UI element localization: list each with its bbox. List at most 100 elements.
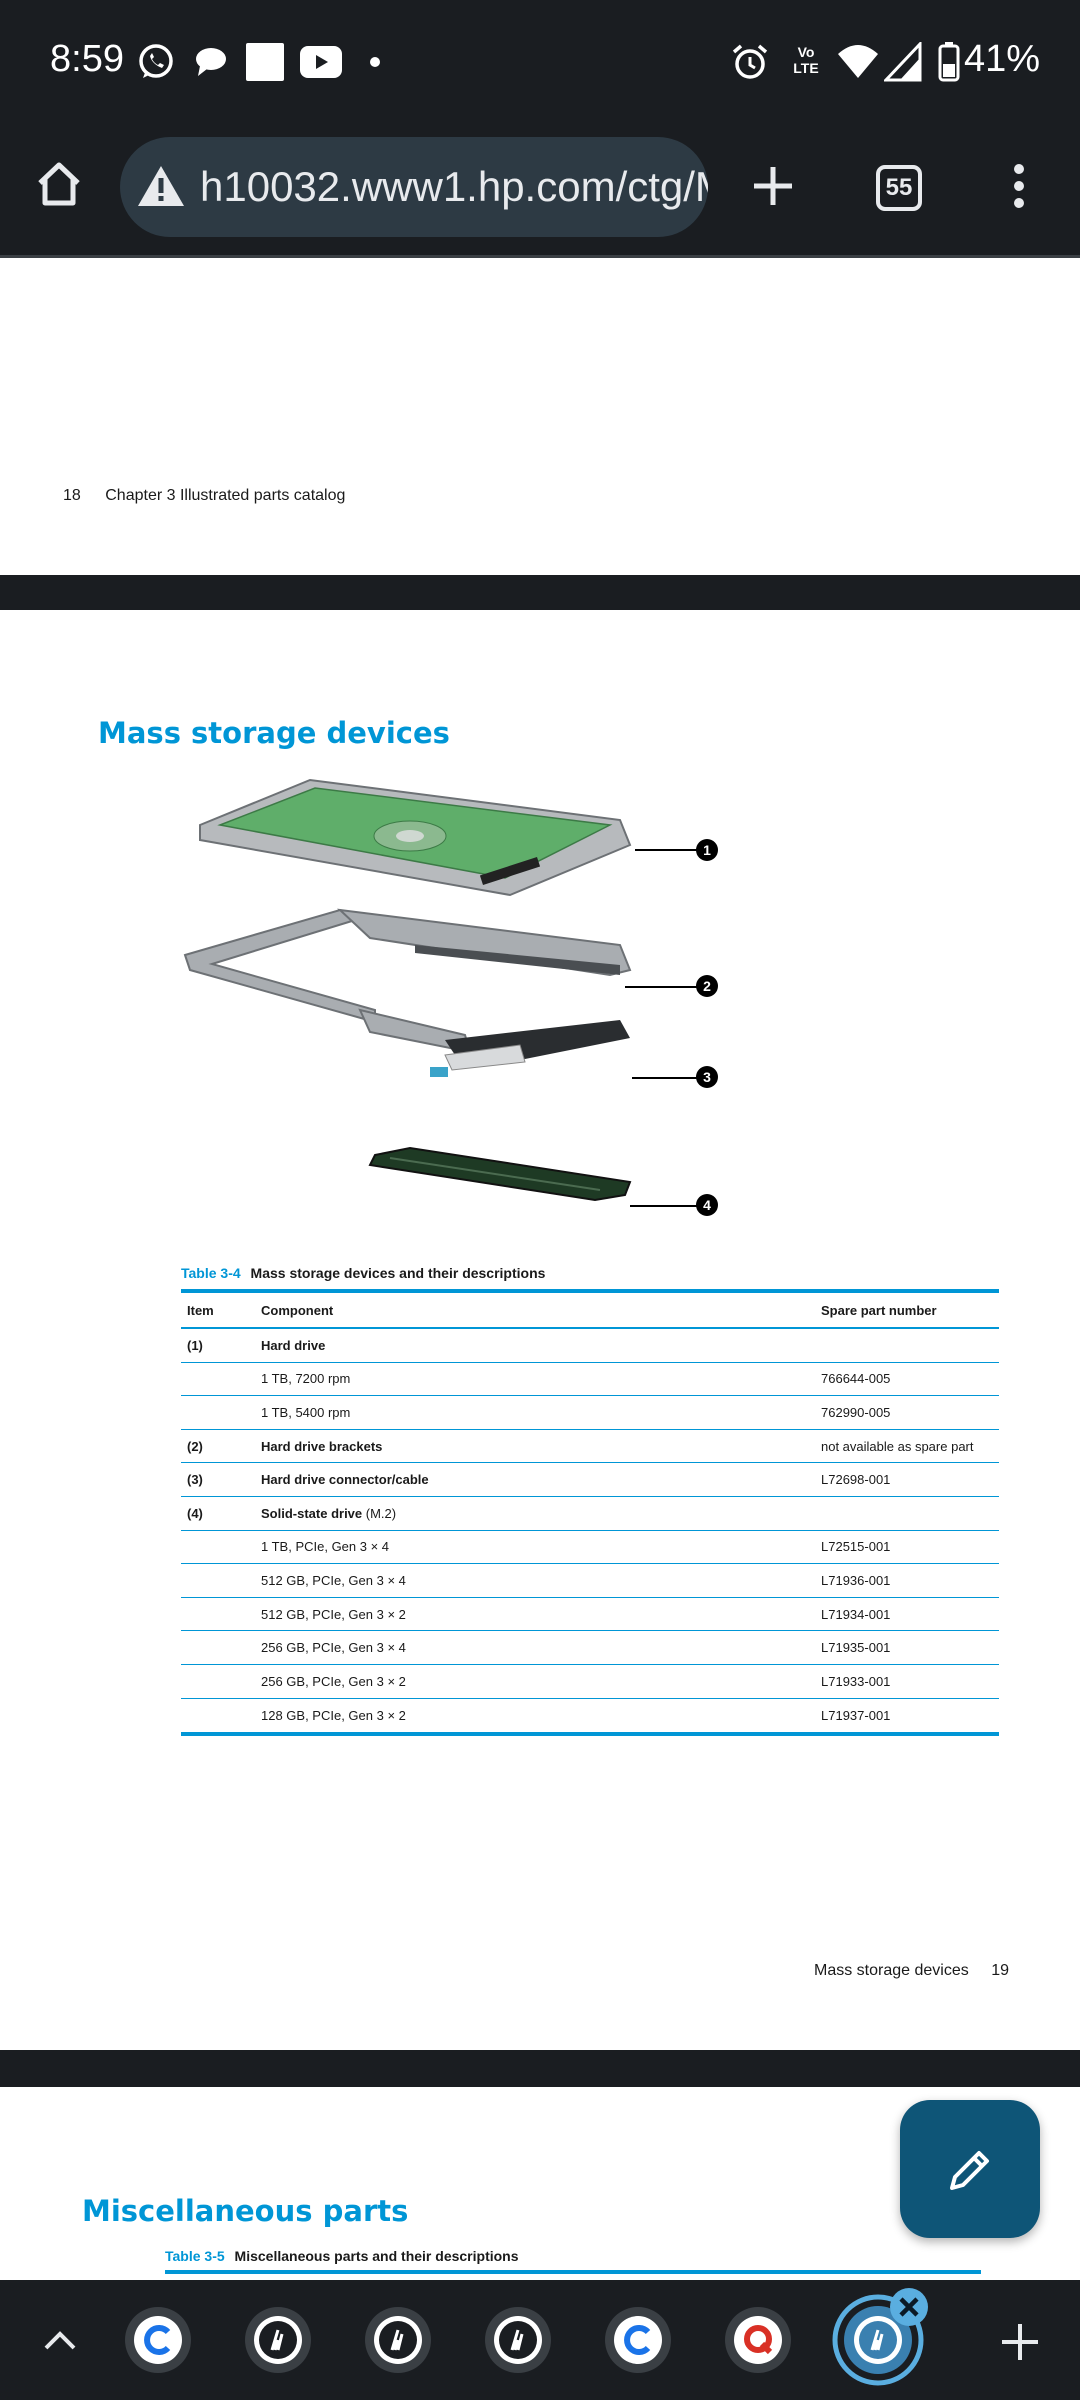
table-body: Item Component Spare part number (1) Hard… — [181, 1289, 999, 1737]
tab-item[interactable] — [602, 2304, 674, 2376]
cell-item: (3) — [187, 1472, 203, 1488]
chat-icon — [196, 48, 226, 76]
page-footer-18: 18 Chapter 3 Illustrated parts catalog — [63, 487, 345, 505]
callout-line-4 — [630, 1205, 697, 1207]
misc-table-caption: Table 3-5 Miscellaneous parts and their … — [165, 2248, 519, 2264]
url-text[interactable]: h10032.www1.hp.com/ctg/M — [200, 163, 708, 210]
section-heading: Mass storage devices — [98, 716, 450, 750]
misc-table-number: Table 3-5 — [165, 2248, 225, 2264]
cell-component: 256 GB, PCIe, Gen 3 × 4 — [261, 1640, 821, 1655]
tab-item[interactable] — [242, 2304, 314, 2376]
table-row: (1) Hard drive — [181, 1329, 999, 1363]
new-tab-icon[interactable] — [750, 163, 796, 209]
component-name: 256 GB, PCIe, Gen 3 × 2 — [261, 1673, 406, 1689]
cell-component: Hard drive — [261, 1338, 821, 1353]
cell-part-number: L71935-001 — [821, 1640, 891, 1656]
tab-item-active[interactable] — [832, 2294, 924, 2386]
status-time: 8:59 — [50, 38, 124, 80]
table-header-row: Item Component Spare part number — [181, 1293, 999, 1329]
whatsapp-icon — [139, 44, 173, 78]
chevron-up-icon[interactable] — [42, 2322, 78, 2358]
hp-icon — [365, 2307, 431, 2373]
component-name: 1 TB, 7200 rpm — [261, 1371, 351, 1387]
component-note: (M.2) — [362, 1505, 397, 1521]
dot-icon — [370, 57, 380, 67]
table-title: Mass storage devices and their descripti… — [250, 1265, 546, 1281]
callout-1: 1 — [696, 839, 718, 861]
cell-part-number: L71937-001 — [821, 1707, 891, 1723]
c-app-icon — [605, 2307, 671, 2373]
misc-heading: Miscellaneous parts — [82, 2194, 409, 2228]
cell-component: Hard drive connector/cable — [261, 1472, 821, 1487]
component-name: 1 TB, 5400 rpm — [261, 1404, 351, 1420]
column-header-component: Component — [261, 1302, 334, 1318]
hp-icon — [245, 2307, 311, 2373]
cell-part-number: not available as spare part — [821, 1438, 974, 1454]
edit-fab-button[interactable] — [900, 2100, 1040, 2238]
tab-switcher-button[interactable]: 55 — [876, 165, 922, 211]
table-row: (4)Solid-state drive (M.2) — [181, 1497, 999, 1531]
chapter-title: Chapter 3 Illustrated parts catalog — [105, 487, 346, 504]
column-header-part-number: Spare part number — [821, 1302, 937, 1318]
component-name: Hard drive brackets — [261, 1438, 383, 1454]
cell-part-number: L71936-001 — [821, 1572, 891, 1588]
table-caption: Table 3-4 Mass storage devices and their… — [181, 1265, 999, 1281]
battery-percent: 41% — [964, 38, 1041, 80]
misc-table-rule — [165, 2270, 981, 2274]
tab-item[interactable] — [482, 2304, 554, 2376]
hp-icon — [485, 2307, 551, 2373]
tab-strip — [0, 2280, 1080, 2400]
component-name: 128 GB, PCIe, Gen 3 × 2 — [261, 1707, 406, 1723]
youtube-icon — [300, 46, 342, 78]
cell-component: 1 TB, PCIe, Gen 3 × 4 — [261, 1539, 821, 1554]
cell-item: (1) — [187, 1337, 203, 1353]
cell-component: 512 GB, PCIe, Gen 3 × 4 — [261, 1573, 821, 1588]
pencil-icon — [950, 2151, 989, 2190]
parts-table: Table 3-4 Mass storage devices and their… — [181, 1265, 999, 1737]
square-notification-icon — [246, 43, 284, 81]
cell-item: (2) — [187, 1438, 203, 1454]
page-number: 18 — [63, 487, 81, 504]
signal-icon — [884, 42, 922, 82]
component-name: 1 TB, PCIe, Gen 3 × 4 — [261, 1539, 390, 1555]
q-app-icon — [725, 2307, 791, 2373]
page-footer-19: Mass storage devices 19 — [814, 1962, 1009, 1980]
tab-item[interactable] — [122, 2304, 194, 2376]
wifi-icon — [838, 45, 878, 78]
tab-item[interactable] — [722, 2304, 794, 2376]
cell-item: (4) — [187, 1505, 203, 1521]
table-number: Table 3-4 — [181, 1265, 241, 1281]
callout-line-1 — [635, 849, 697, 851]
warning-icon[interactable] — [136, 163, 186, 209]
table-row: 128 GB, PCIe, Gen 3 × 2 L71937-001 — [181, 1699, 999, 1733]
browser-toolbar: h10032.www1.hp.com/ctg/M 55 — [0, 125, 1080, 258]
callout-line-2 — [625, 986, 697, 988]
battery-icon — [938, 42, 960, 82]
callout-2: 2 — [696, 975, 718, 997]
page-number: 19 — [991, 1962, 1009, 1979]
tab-item[interactable] — [362, 2304, 434, 2376]
table-row: 1 TB, PCIe, Gen 3 × 4 L72515-001 — [181, 1531, 999, 1565]
home-icon[interactable] — [34, 159, 84, 209]
component-name: 256 GB, PCIe, Gen 3 × 4 — [261, 1640, 406, 1656]
component-name: Hard drive — [261, 1337, 326, 1353]
close-tab-button[interactable] — [890, 2288, 928, 2326]
table-row: (2) Hard drive brackets not available as s… — [181, 1430, 999, 1464]
menu-icon[interactable] — [1006, 161, 1032, 211]
callout-line-3 — [632, 1077, 697, 1079]
cell-part-number: L71934-001 — [821, 1606, 891, 1622]
hp-icon — [832, 2294, 924, 2386]
cell-part-number: L72515-001 — [821, 1539, 891, 1555]
url-bar[interactable]: h10032.www1.hp.com/ctg/M — [120, 137, 708, 237]
add-tab-icon[interactable] — [1000, 2322, 1040, 2362]
cell-part-number: L72698-001 — [821, 1472, 891, 1488]
callout-4: 4 — [696, 1194, 718, 1216]
